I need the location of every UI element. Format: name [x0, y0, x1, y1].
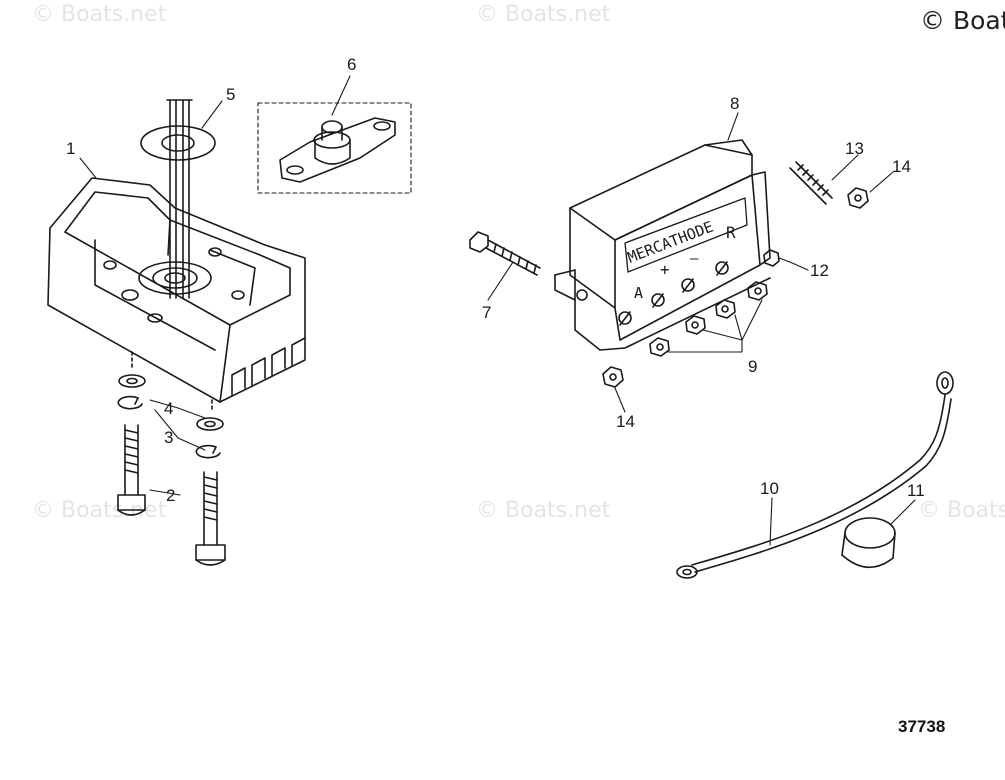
callout-8: 8: [730, 94, 740, 113]
callout-1: 1: [66, 139, 76, 158]
ground-wire-part: [676, 371, 954, 579]
watermark-top-left: © Boats.net: [32, 2, 167, 27]
nut-parts: [602, 187, 869, 388]
callout-9: 9: [748, 357, 758, 376]
bolt-parts: [117, 424, 226, 566]
stud-part: [789, 161, 833, 205]
callout-11: 11: [907, 481, 925, 500]
callout-6: 6: [347, 55, 357, 74]
watermark-top-center: © Boats.net: [476, 2, 611, 27]
terminal-r-label: R: [726, 223, 736, 242]
regulator-label-text: MERCATHODE R A + —: [625, 218, 736, 302]
diagram-reference-number: 37738: [898, 717, 946, 736]
long-screw-part: [469, 231, 541, 276]
mounting-bracket-part: [47, 99, 306, 411]
callout-3: 3: [164, 428, 174, 447]
voltage-regulator-part: [554, 139, 771, 357]
callout-leaders: [79, 75, 916, 546]
watermark-top-right: © Boats: [920, 6, 1005, 35]
terminal-a-label: A: [634, 284, 643, 302]
watermark-mid-right: © Boats: [918, 498, 1005, 523]
callout-7: 7: [482, 303, 492, 322]
rectifier-detail: [257, 102, 412, 194]
watermark-mid-center: © Boats.net: [476, 498, 611, 523]
callout-5: 5: [226, 85, 236, 104]
callout-12: 12: [810, 261, 829, 280]
callout-4: 4: [164, 399, 174, 418]
small-screw-part: [763, 249, 791, 267]
callout-14-upper: 14: [892, 157, 911, 176]
callout-2: 2: [166, 486, 176, 505]
terminal-minus-label: —: [690, 251, 699, 267]
terminal-plus-label: +: [660, 260, 670, 279]
callout-14-lower: 14: [616, 412, 635, 431]
terminal-cap-part: [841, 517, 896, 569]
washer-parts: [117, 374, 224, 459]
grommet-ring-part: [140, 125, 216, 161]
callout-13: 13: [845, 139, 864, 158]
watermark-mid-left: © Boats.net: [32, 498, 167, 523]
callout-10: 10: [760, 479, 779, 498]
